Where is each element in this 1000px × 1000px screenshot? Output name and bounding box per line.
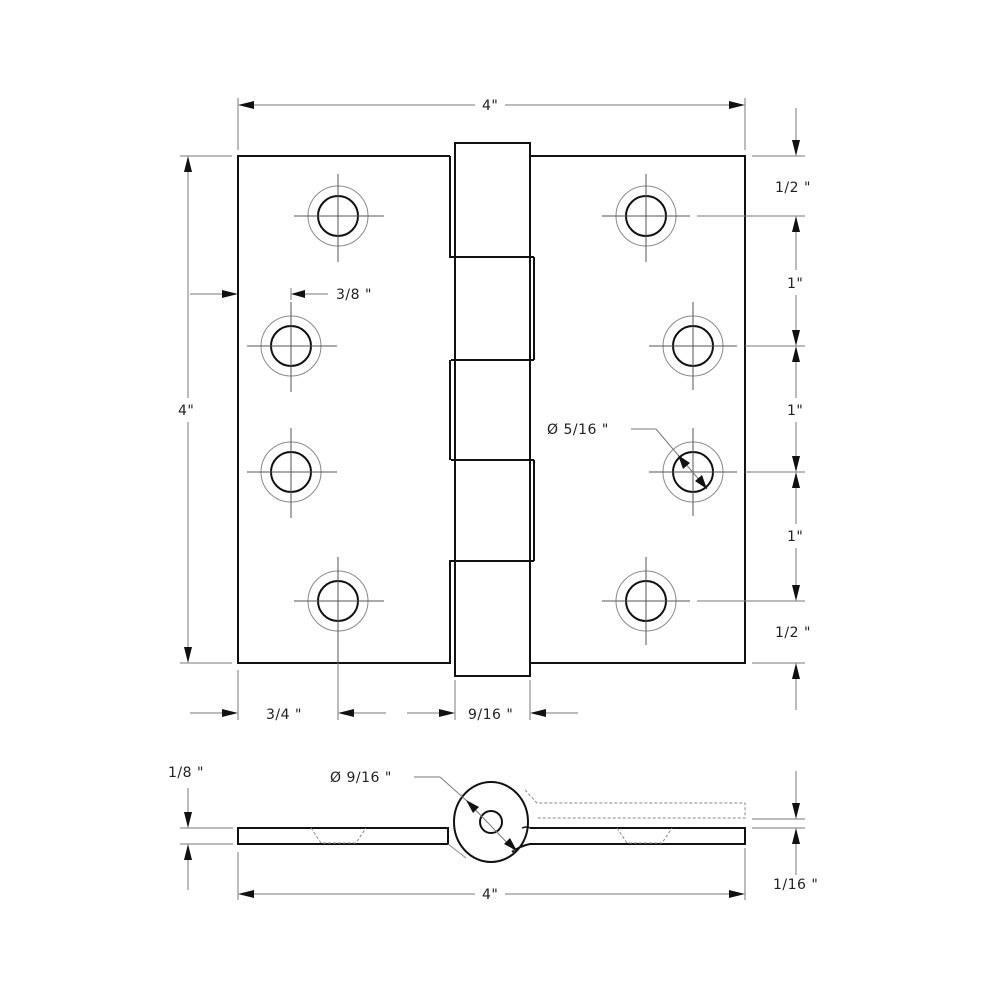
screw-hole <box>649 302 737 390</box>
barrel-diameter-leader <box>414 776 517 852</box>
label-hole-spacing-2: 1" <box>787 403 803 419</box>
screw-hole <box>602 174 690 262</box>
screw-hole <box>247 428 337 518</box>
label-hole-spacing-1: 1" <box>787 276 803 292</box>
dimension-leaf-gap <box>752 771 805 875</box>
screw-hole <box>294 174 384 262</box>
side-view <box>180 771 805 900</box>
hole-diameter-leader <box>631 428 708 490</box>
screw-hole <box>294 557 384 663</box>
label-overall-width: 4" <box>482 98 498 114</box>
dimension-overall-width <box>237 98 746 150</box>
label-overall-height: 4" <box>178 403 194 419</box>
pin-circle <box>479 810 503 834</box>
dimension-leaf-thickness <box>180 788 233 890</box>
left-leaf-outline <box>237 155 455 664</box>
dimension-overall-height <box>180 155 232 664</box>
label-barrel-diameter: Ø 9/16 " <box>330 770 392 786</box>
right-leaf-outline <box>530 155 746 664</box>
front-view <box>180 98 805 720</box>
barrel-circle <box>453 781 529 863</box>
label-edge-to-inner-hole: 3/8 " <box>336 287 372 303</box>
label-top-margin: 1/2 " <box>775 180 811 196</box>
label-bottom-margin: 1/2 " <box>775 625 811 641</box>
dimension-hole-spacing-stack <box>697 108 805 710</box>
knuckle-barrel <box>449 142 535 677</box>
label-knuckle-width: 9/16 " <box>468 707 513 723</box>
dimension-knuckle-width <box>407 680 578 720</box>
label-leaf-thickness: 1/8 " <box>168 765 204 781</box>
label-leaf-gap: 1/16 " <box>773 877 818 893</box>
dimension-edge-to-outer-hole <box>190 663 386 720</box>
label-hole-diameter: Ø 5/16 " <box>547 422 609 438</box>
dimension-side-overall-width <box>237 848 746 900</box>
left-leaf-edge <box>237 827 449 845</box>
label-hole-spacing-3: 1" <box>787 529 803 545</box>
screw-hole <box>247 302 337 392</box>
right-leaf-edge <box>511 827 746 853</box>
screw-hole <box>602 557 690 645</box>
dimension-edge-to-inner-hole <box>190 288 328 300</box>
label-edge-to-outer-hole: 3/4 " <box>266 707 302 723</box>
label-side-overall-width: 4" <box>482 887 498 903</box>
